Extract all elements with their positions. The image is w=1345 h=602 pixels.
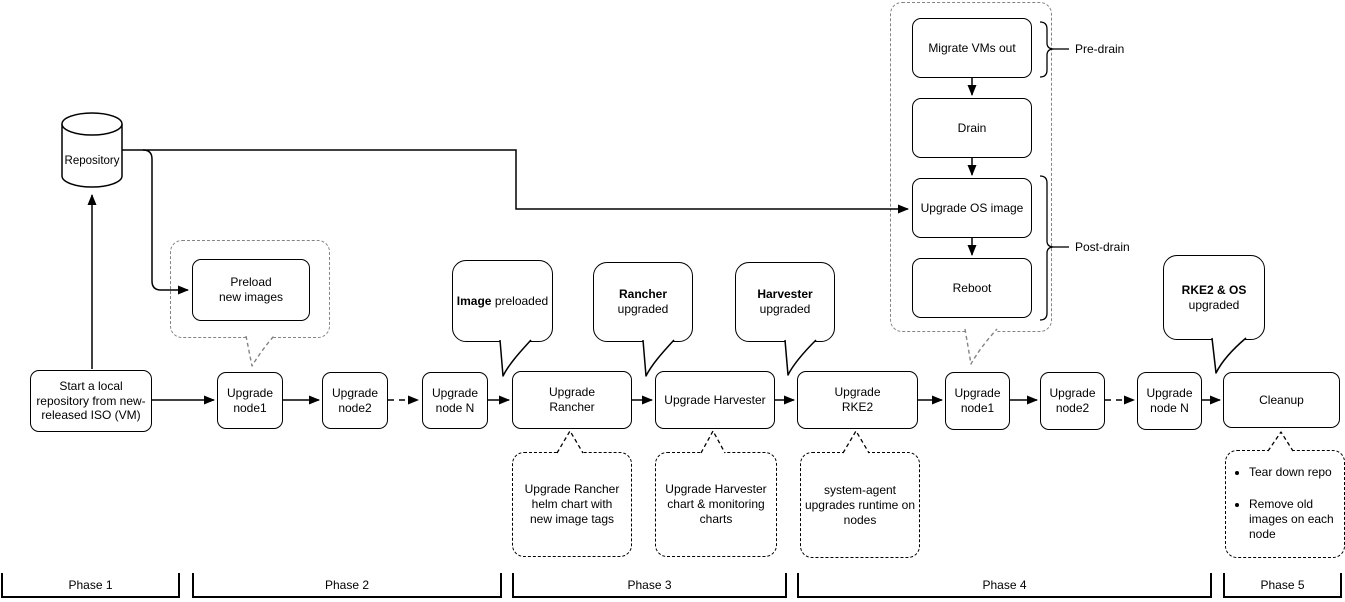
callout-tail [556, 430, 584, 454]
callout-harvester-charts: Upgrade Harvester chart & monitoring cha… [655, 452, 777, 557]
node-cleanup: Cleanup [1223, 372, 1340, 428]
callout-tail [1267, 431, 1294, 452]
node-upgrade-rancher: Upgrade Rancher [512, 371, 632, 429]
bubble-tail [784, 339, 817, 376]
phase-label: Phase 3 [627, 577, 672, 592]
callout-tail [842, 430, 870, 454]
bubble-tail [1211, 337, 1247, 374]
phase-bracket-3: Phase 3 [512, 573, 787, 598]
arrow-repository-to-os-image [122, 149, 909, 214]
phase-label: Phase 5 [1260, 577, 1305, 592]
cleanup-task-list: Tear down repo Remove old images on each… [1233, 450, 1337, 559]
node-upgrade-harvester: Upgrade Harvester [655, 371, 775, 429]
callout-rancher-helm-chart: Upgrade Rancher helm chart with new imag… [512, 452, 632, 557]
node-upgrade-node2-phase2: Upgrade node2 [322, 372, 388, 429]
pre-drain-label: Pre-drain [1075, 42, 1125, 56]
phase-bracket-5: Phase 5 [1223, 573, 1342, 598]
callout-system-agent: system-agent upgrades runtime on nodes [800, 452, 920, 558]
cleanup-task-item: Tear down repo [1249, 465, 1337, 480]
callout-tail [700, 430, 726, 454]
step-migrate-vms-out: Migrate VMs out [912, 18, 1032, 78]
phase-label: Phase 2 [324, 577, 370, 592]
node-upgrade-node2-phase4: Upgrade node2 [1040, 372, 1105, 430]
node-preload-new-images: Preload new images [192, 259, 310, 321]
node-upgrade-node1-phase2: Upgrade node1 [217, 372, 283, 429]
repository-label: Repository [64, 155, 120, 167]
node-upgrade-rke2: Upgrade RKE2 [797, 371, 918, 429]
cylinder-top [61, 112, 123, 136]
node-upgrade-nodeN-phase4: Upgrade node N [1137, 372, 1202, 430]
callout-cleanup-tasks: Tear down repo Remove old images on each… [1225, 450, 1345, 558]
phase-label: Phase 4 [982, 577, 1027, 592]
node-start-local-repository: Start a local repository from new- relea… [30, 370, 152, 432]
step-drain: Drain [912, 98, 1032, 158]
step-upgrade-os-image: Upgrade OS image [912, 178, 1032, 238]
node-upgrade-nodeN-phase2: Upgrade node N [422, 372, 488, 429]
phase-bracket-2: Phase 2 [192, 573, 502, 598]
bubble-text: Image preloaded [456, 293, 549, 308]
container-tail [964, 328, 998, 365]
step-reboot: Reboot [912, 258, 1032, 318]
container-tail [245, 335, 275, 367]
phase-bracket-1: Phase 1 [1, 573, 180, 598]
cleanup-task-item: Remove old images on each node [1249, 497, 1337, 542]
phase-label: Phase 1 [68, 577, 113, 592]
bubble-image-preloaded: Image preloaded [452, 260, 553, 342]
phase-bracket-4: Phase 4 [797, 573, 1212, 598]
node-upgrade-node1-phase4: Upgrade node1 [945, 372, 1010, 430]
post-drain-label: Post-drain [1075, 240, 1130, 254]
